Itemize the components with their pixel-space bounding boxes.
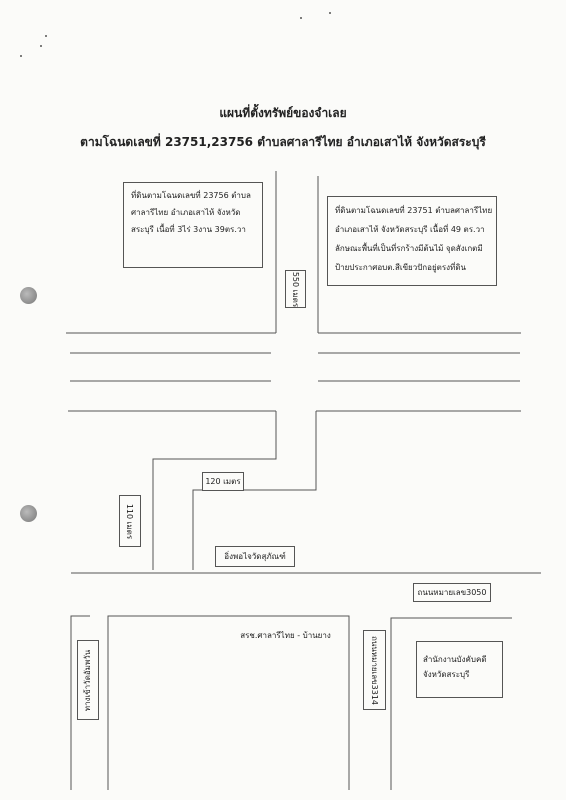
paper-speck: [40, 45, 42, 47]
parcel-23751-line: ที่ดินตามโฉนดเลขที่ 23751 ตำบลศาลารีไทย: [335, 206, 493, 215]
punch-hole: [20, 505, 37, 522]
parcel-23751-box: ที่ดินตามโฉนดเลขที่ 23751 ตำบลศาลารีไทย …: [327, 196, 497, 286]
paper-speck: [20, 55, 22, 57]
paper-speck: [45, 35, 47, 37]
parcel-23756-line: ศาลารีไทย อำเภอเสาไห้ จังหวัด: [131, 208, 241, 217]
distance-120m-label: 120 เมตร: [202, 472, 244, 491]
road-edge: [107, 615, 350, 790]
office-line: จังหวัดสระบุรี: [423, 670, 470, 679]
road-3050-label: ถนนหมายเลข3050: [413, 583, 491, 602]
distance-110m-label: 110 เมตร: [119, 495, 141, 547]
paper-speck: [300, 17, 302, 19]
map-subtitle: ตามโฉนดเลขที่ 23751,23756 ตำบลศาลารีไทย …: [80, 135, 486, 149]
road-edge: [152, 411, 277, 570]
distance-550m-label: 550 เมตร: [285, 270, 306, 308]
office-line: สำนักงานบังคับคดี: [423, 655, 487, 664]
temple-sign-label: อิ่งพอไจวัดสุภัณฑ์: [215, 546, 295, 567]
parcel-23751-line: อำเภอเสาไห้ จังหวัดสระบุรี เนื้อที่ 49 ต…: [335, 225, 485, 234]
road-edge: [70, 615, 90, 790]
parcel-23751-line: ป้ายประกาศอบต.สีเขียวปักอยู่ตรงที่ดิน: [335, 263, 466, 272]
enforcement-office-box: สำนักงานบังคับคดี จังหวัดสระบุรี: [416, 641, 503, 698]
parcel-23751-line: ลักษณะพื้นที่เป็นที่รกร้างมีต้นไม้ จุดสั…: [335, 244, 483, 253]
school-label: สรช.ศาลารีไทย - บ้านยาง: [240, 630, 331, 640]
road-edge: [192, 411, 317, 570]
paper-speck: [329, 12, 331, 14]
parcel-23756-box: ที่ดินตามโฉนดเลขที่ 23756 ตำบล ศาลารีไทย…: [123, 182, 263, 268]
punch-hole: [20, 287, 37, 304]
road-edge: [390, 617, 512, 790]
wat-entrance-label: ทางเข้าวัดอัมพวัน: [77, 640, 99, 720]
road-3314-label: ถนนหมายเลข3314: [363, 630, 386, 710]
map-title: แผนที่ตั้งทรัพย์ของจำเลย: [219, 106, 347, 120]
parcel-23756-line: ที่ดินตามโฉนดเลขที่ 23756 ตำบล: [131, 191, 251, 200]
parcel-23756-line: สระบุรี เนื้อที่ 3ไร่ 3งาน 39ตร.วา: [131, 225, 246, 234]
